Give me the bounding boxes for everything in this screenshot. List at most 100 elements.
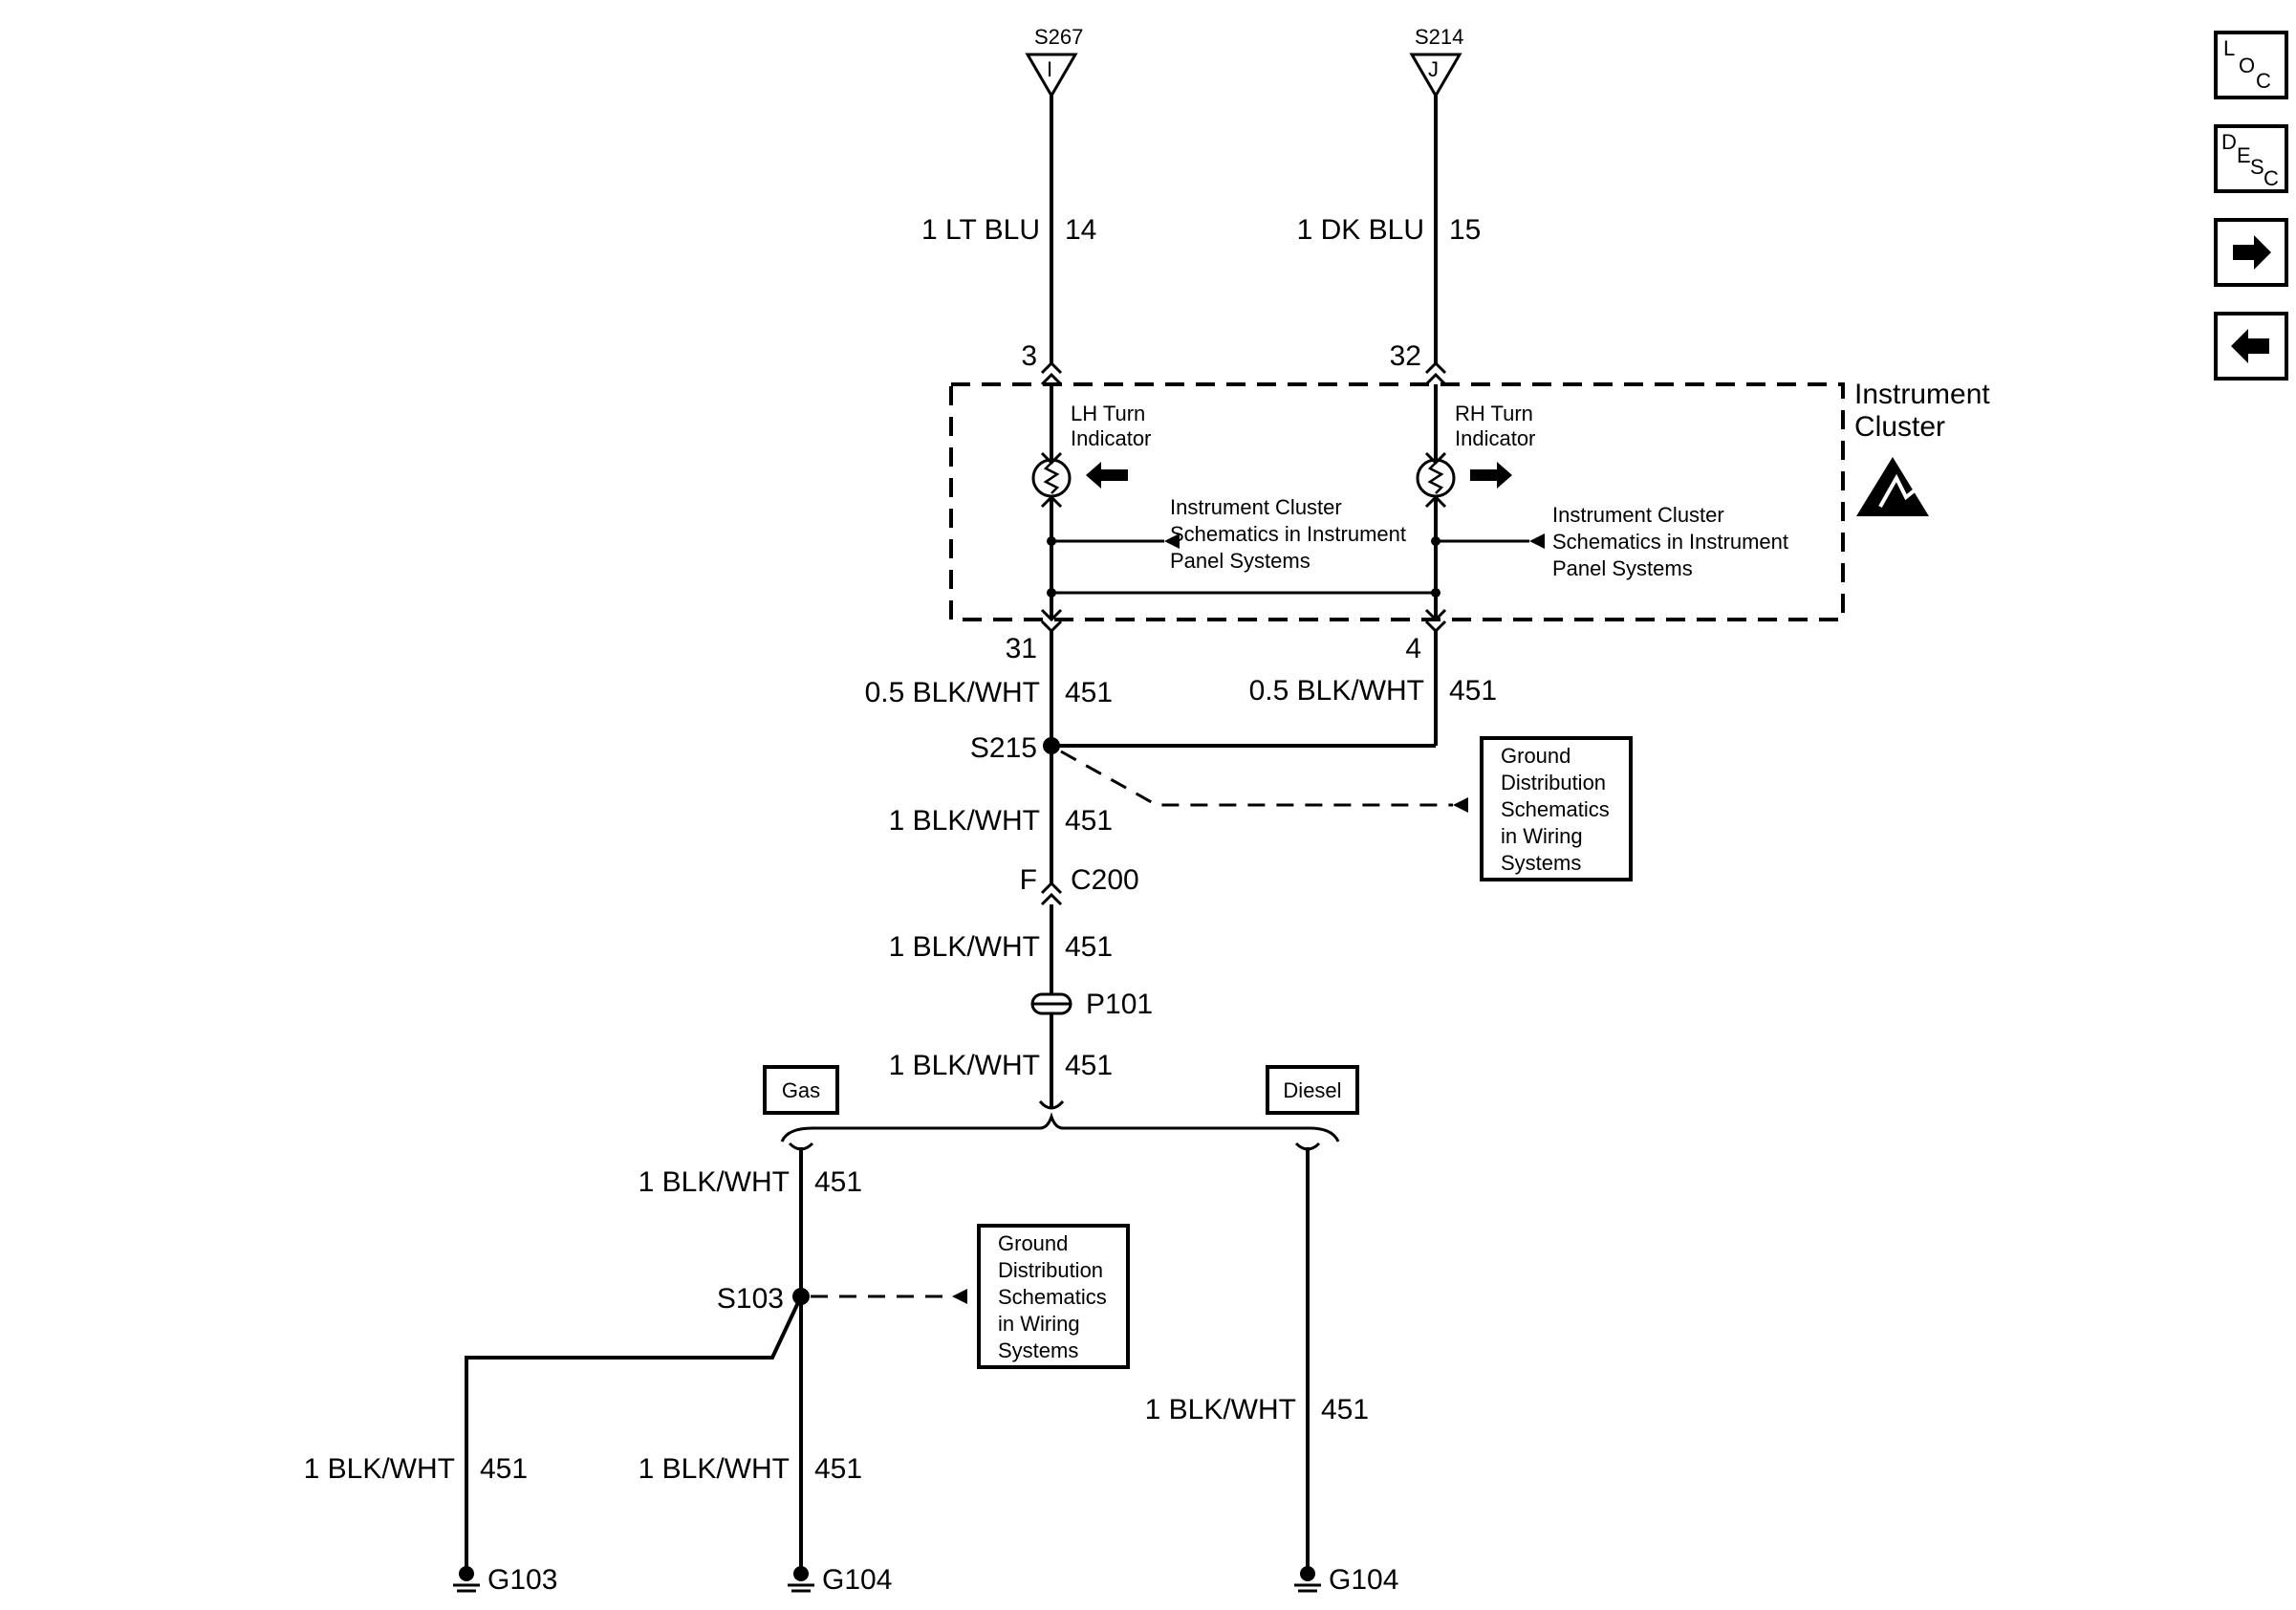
ground-ref-2-line-5: Systems	[998, 1338, 1078, 1362]
splice-s215-label: S215	[970, 732, 1037, 764]
esd-warning-icon	[1856, 457, 1929, 516]
lh-ref-line-2: Schematics in Instrument	[1170, 522, 1406, 546]
wire-s215-down-circuit: 451	[1065, 805, 1113, 837]
right-arrow-icon	[1470, 462, 1512, 489]
desc-letter-s: S	[2250, 155, 2264, 179]
wire-g104-gas-circuit: 451	[814, 1453, 862, 1485]
connector-s267-label: S267	[1034, 25, 1083, 49]
wire-gas-circuit: 451	[814, 1166, 862, 1198]
instrument-cluster-title-1: Instrument	[1854, 379, 1990, 410]
connector-c200-symbol	[1040, 881, 1063, 906]
rh-turn-label-1: RH Turn	[1455, 402, 1533, 425]
connector-s267-letter: I	[1047, 57, 1052, 81]
wire-lh-out-label: 0.5 BLK/WHT	[865, 677, 1040, 708]
arrow-left-icon	[2231, 329, 2269, 363]
splice-s215-dot	[1043, 737, 1060, 754]
option-brace	[780, 1112, 1340, 1142]
wire-lt-blu-circuit: 14	[1065, 214, 1096, 246]
loc-letter-l: L	[2223, 36, 2235, 60]
lh-bulb-filament	[1043, 462, 1060, 494]
pin-lh-in: 3	[1021, 340, 1037, 372]
ground-g104-gas: G104	[788, 1564, 892, 1596]
wire-g103-branch	[465, 1295, 803, 1570]
option-diesel-box	[1266, 1065, 1359, 1115]
instrument-cluster-title-2: Cluster	[1854, 411, 1945, 443]
desc-letter-e: E	[2237, 143, 2251, 167]
wire-rh-out-label: 0.5 BLK/WHT	[1249, 675, 1424, 707]
wire-p101-label: 1 BLK/WHT	[889, 1050, 1040, 1081]
lh-ref-line-1: Instrument Cluster	[1170, 495, 1342, 519]
left-arrow-icon	[1086, 462, 1128, 489]
loc-button[interactable]: L O C	[2214, 31, 2288, 99]
connector-pin-lh-in	[1040, 360, 1063, 386]
wire-g104-gas-label: 1 BLK/WHT	[639, 1453, 790, 1485]
wire-c200-label: 1 BLK/WHT	[889, 931, 1040, 963]
wire-dk-blu-circuit: 15	[1449, 214, 1481, 246]
wire-diesel-label: 1 BLK/WHT	[1145, 1394, 1296, 1425]
previous-button[interactable]	[2214, 312, 2288, 381]
connector-c200-label: C200	[1071, 864, 1139, 896]
pin-lh-out: 31	[1006, 633, 1037, 664]
next-button[interactable]	[2214, 218, 2288, 287]
rh-bulb-filament	[1427, 462, 1444, 494]
lh-ref-arrow-icon	[1164, 533, 1180, 549]
option-diesel-label: Diesel	[1283, 1078, 1341, 1102]
wire-diesel-circuit: 451	[1321, 1394, 1369, 1425]
cross-node-left	[1047, 588, 1056, 598]
connector-s214-label: S214	[1415, 25, 1463, 49]
desc-letter-d: D	[2221, 130, 2237, 154]
connector-s267-symbol	[1025, 53, 1078, 98]
lh-ref-line-3: Panel Systems	[1170, 549, 1310, 573]
desc-letter-c: C	[2264, 166, 2279, 190]
ground-g104-diesel-label: G104	[1329, 1564, 1398, 1596]
lh-turn-label-2: Indicator	[1071, 426, 1151, 450]
connector-c200-pin: F	[1020, 864, 1037, 896]
ground-ref-2-line-4: in Wiring	[998, 1312, 1080, 1336]
rh-ref-line-3: Panel Systems	[1552, 556, 1693, 580]
ground-ref-1-line-5: Systems	[1501, 851, 1581, 875]
lh-bulb-connector	[1040, 451, 1063, 509]
ground-ref-2-line-1: Ground	[998, 1231, 1068, 1255]
wire-p101-circuit: 451	[1065, 1050, 1113, 1081]
connector-s267: S267 I	[1025, 25, 1083, 98]
wire-dk-blu-label: 1 DK BLU	[1297, 214, 1424, 246]
splice-s103-label: S103	[717, 1283, 784, 1315]
loc-letter-c: C	[2256, 69, 2271, 93]
pin-rh-in: 32	[1390, 340, 1421, 372]
connector-s214-letter: J	[1428, 57, 1439, 81]
connector-pin-rh-in	[1424, 360, 1447, 386]
loc-letter-o: O	[2239, 54, 2255, 77]
desc-button[interactable]: D E S C	[2214, 124, 2288, 193]
lh-turn-label-1: LH Turn	[1071, 402, 1145, 425]
arrow-right-icon	[2233, 235, 2271, 270]
ground-g104-diesel: G104	[1294, 1564, 1398, 1596]
s215-ground-ref-line	[1060, 750, 1453, 807]
instrument-cluster-box	[949, 382, 1845, 621]
wire-s215-down-label: 1 BLK/WHT	[889, 805, 1040, 837]
option-gas-box	[763, 1065, 839, 1115]
cross-node-right	[1431, 588, 1440, 598]
wire-gas-label: 1 BLK/WHT	[639, 1166, 790, 1198]
ground-icon	[459, 1566, 474, 1581]
connector-s214-symbol	[1409, 53, 1462, 98]
loc-button-frame	[2214, 31, 2288, 99]
wire-rh-out-circuit: 451	[1449, 675, 1497, 707]
rh-ref-line-1: Instrument Cluster	[1552, 503, 1724, 527]
wire-lt-blu-label: 1 LT BLU	[921, 214, 1040, 246]
wire-g103-label: 1 BLK/WHT	[304, 1453, 455, 1485]
connector-s214: S214 J	[1409, 25, 1463, 98]
wire-lh-out-circuit: 451	[1065, 677, 1113, 708]
rh-ref-arrow-icon	[1529, 533, 1545, 549]
ground-ref-box-2	[977, 1224, 1130, 1369]
ground-g103-label: G103	[487, 1564, 557, 1596]
ground-icon	[1300, 1566, 1315, 1581]
ground-ref-1-line-1: Ground	[1501, 744, 1570, 768]
ground-ref-2-line-2: Distribution	[998, 1258, 1103, 1282]
option-gas-label: Gas	[782, 1078, 820, 1102]
ground-ref-1-line-2: Distribution	[1501, 771, 1606, 794]
s215-ref-arrow-icon	[1453, 797, 1468, 813]
s103-ref-arrow-icon	[952, 1289, 967, 1304]
wire-c200-circuit: 451	[1065, 931, 1113, 963]
rh-ref-line-2: Schematics in Instrument	[1552, 530, 1788, 554]
